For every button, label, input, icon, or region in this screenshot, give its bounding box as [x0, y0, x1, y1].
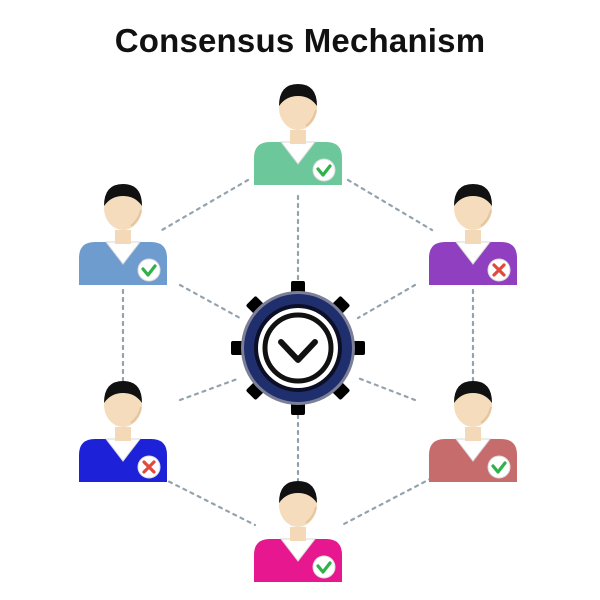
participant-top [254, 84, 342, 185]
approve-badge [137, 258, 161, 282]
check-circle [262, 312, 334, 384]
reject-badge [137, 455, 161, 479]
connector-spoke-1 [178, 283, 242, 320]
user-neck [465, 427, 481, 441]
user-face-shade [130, 209, 142, 227]
participant-bottom [254, 481, 342, 582]
user-face-shade [480, 406, 492, 424]
user-neck [290, 130, 306, 144]
participant-lower-left [79, 381, 167, 482]
participant-nodes [79, 84, 517, 582]
cross-icon [492, 263, 506, 277]
connector-outer-4 [160, 476, 257, 527]
participant-upper-left [79, 184, 167, 285]
gear-face [258, 308, 338, 388]
user-face-shade [305, 109, 317, 127]
user-neck [465, 230, 481, 244]
connector-outer-0 [160, 178, 250, 232]
check-mark-icon [278, 339, 318, 363]
user-neck [115, 230, 131, 244]
participant-upper-right [429, 184, 517, 285]
check-icon [316, 164, 332, 177]
badge-circle [487, 455, 511, 479]
user-face-shade [305, 506, 317, 524]
badge-circle [137, 258, 161, 282]
approve-badge [312, 158, 336, 182]
connector-outer-1 [346, 178, 434, 232]
cross-icon [142, 460, 156, 474]
connector-spoke-2 [356, 283, 417, 320]
connector-spoke-4 [356, 376, 417, 402]
user-neck [115, 427, 131, 441]
check-icon [491, 461, 507, 474]
reject-badge [487, 258, 511, 282]
consensus-hub [231, 281, 365, 415]
user-hair [279, 481, 317, 503]
check-icon [316, 561, 332, 574]
approve-badge [487, 455, 511, 479]
user-hair [454, 184, 492, 206]
user-hair [104, 381, 142, 403]
connector-spoke-3 [178, 376, 242, 402]
badge-circle [312, 158, 336, 182]
badge-circle [312, 555, 336, 579]
participant-lower-right [429, 381, 517, 482]
check-icon [141, 264, 157, 277]
user-face-shade [130, 406, 142, 424]
user-face-shade [480, 209, 492, 227]
connector-lines [121, 178, 475, 527]
user-hair [454, 381, 492, 403]
diagram-title: Consensus Mechanism [114, 22, 486, 59]
user-hair [104, 184, 142, 206]
connector-outer-5 [340, 476, 434, 527]
user-hair [279, 84, 317, 106]
approve-badge [312, 555, 336, 579]
user-neck [290, 527, 306, 541]
